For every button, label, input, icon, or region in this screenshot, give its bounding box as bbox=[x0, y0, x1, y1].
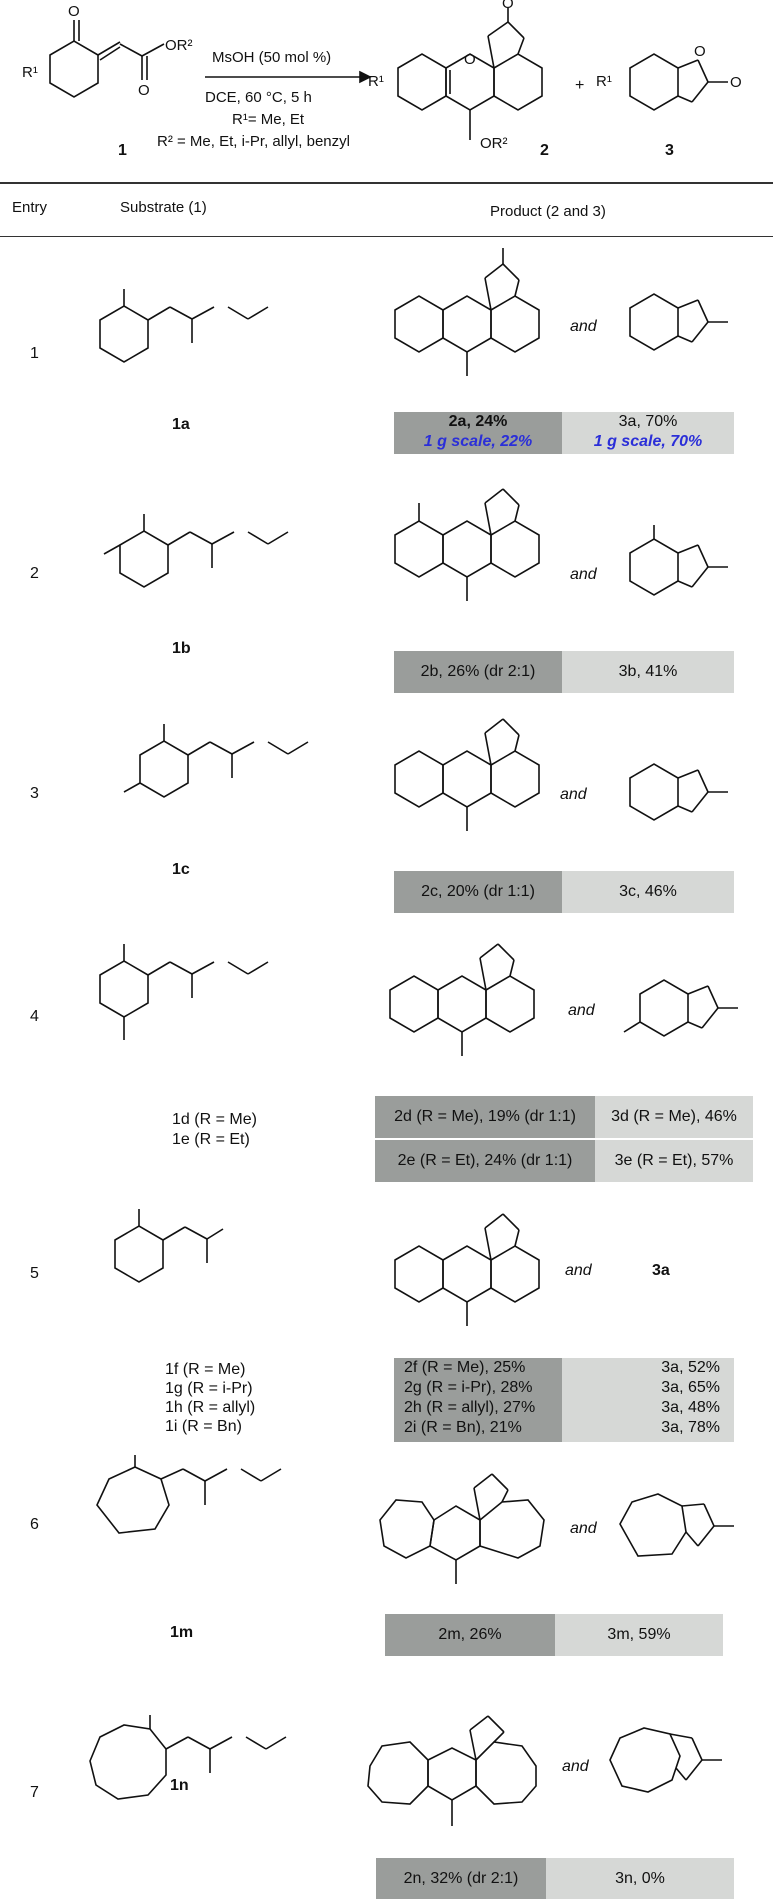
yield-box: 3n, 0% bbox=[546, 1858, 734, 1899]
yield-box: 2b, 26% (dr 2:1) bbox=[394, 651, 562, 693]
entry-number: 4 bbox=[30, 1008, 39, 1025]
compound-label: 1n bbox=[170, 1777, 189, 1794]
product-3c-structure bbox=[629, 763, 728, 821]
plus-sign: + bbox=[575, 77, 585, 94]
compound-label: 3a bbox=[652, 1262, 670, 1279]
yield-box: 3d (R = Me), 46% bbox=[595, 1096, 753, 1138]
compound-label: 1e (R = Et) bbox=[172, 1131, 250, 1148]
yield-box: 2c, 20% (dr 1:1) bbox=[394, 871, 562, 913]
compound-label-1: 1 bbox=[118, 142, 127, 159]
reaction-arrow bbox=[205, 70, 372, 84]
entry-number: 2 bbox=[30, 565, 39, 582]
entry-number: 3 bbox=[30, 785, 39, 802]
header-substrate: Substrate (1) bbox=[120, 199, 207, 216]
product-3-structure: O O R¹ bbox=[596, 43, 742, 111]
product-2m-structure bbox=[379, 1473, 545, 1584]
reagent-label: MsOH (50 mol %) bbox=[212, 49, 332, 66]
compound-label: 1c bbox=[172, 861, 190, 878]
table-top-rule bbox=[0, 182, 773, 184]
atom-or2: OR² bbox=[165, 37, 193, 54]
r2-definition: R² = Me, Et, i-Pr, allyl, benzyl bbox=[157, 133, 350, 150]
product-3a-structure bbox=[629, 293, 728, 351]
product-2f-structure bbox=[394, 1213, 540, 1326]
yield-box: 3a, 70%1 g scale, 70% bbox=[562, 412, 734, 454]
product-2c-structure bbox=[394, 718, 540, 831]
product-2a-structure bbox=[394, 248, 540, 376]
yield-box: 2m, 26% bbox=[385, 1614, 555, 1656]
yield-box: 3e (R = Et), 57% bbox=[595, 1140, 753, 1182]
and-word: and bbox=[570, 566, 597, 583]
atom-o: O bbox=[138, 82, 150, 99]
header-product: Product (2 and 3) bbox=[490, 203, 606, 220]
entry-number: 5 bbox=[30, 1265, 39, 1282]
compound-label: 1i (R = Bn) bbox=[165, 1418, 242, 1435]
and-word: and bbox=[565, 1262, 592, 1279]
substrate-1m-structure bbox=[96, 1455, 282, 1534]
atom-o: O bbox=[502, 0, 514, 12]
entry-number: 1 bbox=[30, 345, 39, 362]
product-2d-structure bbox=[389, 943, 535, 1056]
yield-box: 2a, 24%1 g scale, 22% bbox=[394, 412, 562, 454]
conditions-label: DCE, 60 °C, 5 h bbox=[205, 89, 312, 106]
substrate-1f-structure bbox=[114, 1209, 224, 1283]
and-word: and bbox=[570, 318, 597, 335]
substrate-1n-structure bbox=[89, 1715, 287, 1800]
atom-or2: OR² bbox=[480, 135, 508, 152]
product-2b-structure bbox=[394, 488, 540, 601]
compound-label-2: 2 bbox=[540, 142, 549, 159]
compound-label: 1d (R = Me) bbox=[172, 1111, 257, 1128]
yield-box: 2d (R = Me), 19% (dr 1:1) bbox=[375, 1096, 595, 1138]
compound-label: 1g (R = i-Pr) bbox=[165, 1380, 253, 1397]
yield-box: 3a, 52% 3a, 65% 3a, 48% 3a, 78% bbox=[562, 1358, 734, 1442]
and-word: and bbox=[562, 1758, 589, 1775]
compound-label: 1a bbox=[172, 416, 190, 433]
yield-box: 3c, 46% bbox=[562, 871, 734, 913]
and-word: and bbox=[570, 1520, 597, 1537]
compound-label-3: 3 bbox=[665, 142, 674, 159]
entry-number: 6 bbox=[30, 1516, 39, 1533]
atom-o: O bbox=[694, 43, 706, 60]
atom-r1: R¹ bbox=[22, 64, 38, 81]
compound-label: 1b bbox=[172, 640, 191, 657]
substrate-1d-structure bbox=[99, 944, 269, 1040]
yield-box: 3m, 59% bbox=[555, 1614, 723, 1656]
substrate-1c-structure bbox=[123, 724, 309, 798]
yield-box: 2f (R = Me), 25% 2g (R = i-Pr), 28% 2h (… bbox=[394, 1358, 562, 1442]
table-header-rule bbox=[0, 236, 773, 237]
and-word: and bbox=[568, 1002, 595, 1019]
atom-o: O bbox=[68, 3, 80, 20]
substrate-1a-structure bbox=[99, 289, 269, 363]
product-3b-structure bbox=[629, 525, 728, 596]
atom-o: O bbox=[730, 74, 742, 91]
product-3d-structure bbox=[623, 979, 738, 1037]
header-entry: Entry bbox=[12, 199, 48, 216]
atom-r1: R¹ bbox=[368, 73, 384, 90]
product-2-structure: O O OR² R¹ bbox=[368, 0, 543, 152]
and-word: and bbox=[560, 786, 587, 803]
entry-number: 7 bbox=[30, 1784, 39, 1801]
atom-o: O bbox=[464, 51, 476, 68]
compound-label: 1m bbox=[170, 1624, 194, 1641]
substrate-1b-structure bbox=[103, 514, 289, 588]
atom-r1: R¹ bbox=[596, 73, 612, 90]
r1-definition: R¹= Me, Et bbox=[232, 111, 305, 128]
yield-box: 2n, 32% (dr 2:1) bbox=[376, 1858, 546, 1899]
compound-label: 1f (R = Me) bbox=[165, 1361, 246, 1378]
product-3m-structure bbox=[619, 1493, 734, 1557]
substrate-1-structure: O O OR² R¹ bbox=[22, 3, 193, 99]
yield-box: 3b, 41% bbox=[562, 651, 734, 693]
product-3n-structure bbox=[609, 1727, 722, 1793]
compound-label: 1h (R = allyl) bbox=[165, 1399, 256, 1416]
product-2n-structure bbox=[367, 1715, 537, 1826]
yield-box: 2e (R = Et), 24% (dr 1:1) bbox=[375, 1140, 595, 1182]
